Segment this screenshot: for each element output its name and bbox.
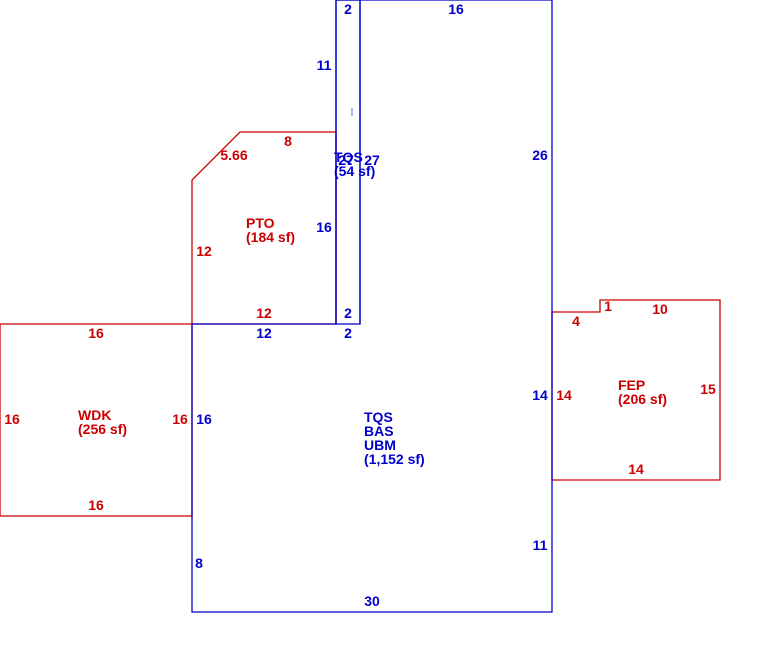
fep-code-label: FEP (618, 377, 645, 393)
fep-area-label: (206 sf) (618, 391, 667, 407)
wdk-area-label: (256 sf) (78, 421, 127, 437)
bas-code-label-1: TQS (364, 409, 393, 425)
fep-dim-notch-step: 1 (604, 298, 612, 314)
bas-dim-left-mid: 16 (196, 411, 212, 427)
fep-dim-left: 14 (556, 387, 572, 403)
fep-dim-right: 15 (700, 381, 716, 397)
wdk-dim-top: 16 (88, 325, 104, 341)
pto-dim-bottom: 12 (256, 305, 272, 321)
bas-dim-right-upper: 26 (532, 147, 548, 163)
bas-dim-bottom: 30 (364, 593, 380, 609)
tqs-dim-side-a: 27 (338, 152, 354, 168)
fep-dim-notch-side: 4 (572, 313, 580, 329)
wdk-dim-left: 16 (4, 411, 20, 427)
bas-code-label-2: BAS (364, 423, 394, 439)
bas-dim-top: 16 (448, 1, 464, 17)
bas-outline (191, 0, 553, 613)
tqs-dim-top: 2 (344, 1, 352, 17)
wdk-code-label: WDK (78, 407, 111, 423)
bas-dim-right-lower: 11 (533, 537, 548, 553)
bas-area-label: (1,152 sf) (364, 451, 425, 467)
fep-dim-bottom: 14 (628, 461, 644, 477)
tqs-dim-bottom: 2 (344, 305, 352, 321)
tqs-code-label: TQS (334, 149, 363, 165)
wdk-dim-right: 16 (172, 411, 188, 427)
pto-dim-top: 8 (284, 133, 292, 149)
pto-area-label: (184 sf) (246, 229, 295, 245)
tqs-area-label: (54 sf) (334, 163, 375, 179)
fep-dim-top: 10 (652, 301, 668, 317)
bas-dim-inner-bottom-a: 12 (256, 325, 272, 341)
tqs-dim-left-lower: 16 (316, 219, 332, 235)
tqs-dim-left-upper: 11 (317, 57, 332, 73)
wdk-dim-bottom: 16 (88, 497, 104, 513)
pto-dim-left: 12 (196, 243, 212, 259)
pto-dim-diagonal: 5.66 (220, 147, 247, 163)
pto-code-label: PTO (246, 215, 275, 231)
tqs-dim-side-b: 27 (364, 152, 380, 168)
bas-dim-left-lower: 8 (195, 555, 203, 571)
bas-dim-right-mid: 14 (532, 387, 548, 403)
bas-code-label-3: UBM (364, 437, 396, 453)
bas-dim-inner-bottom-b: 2 (344, 325, 352, 341)
